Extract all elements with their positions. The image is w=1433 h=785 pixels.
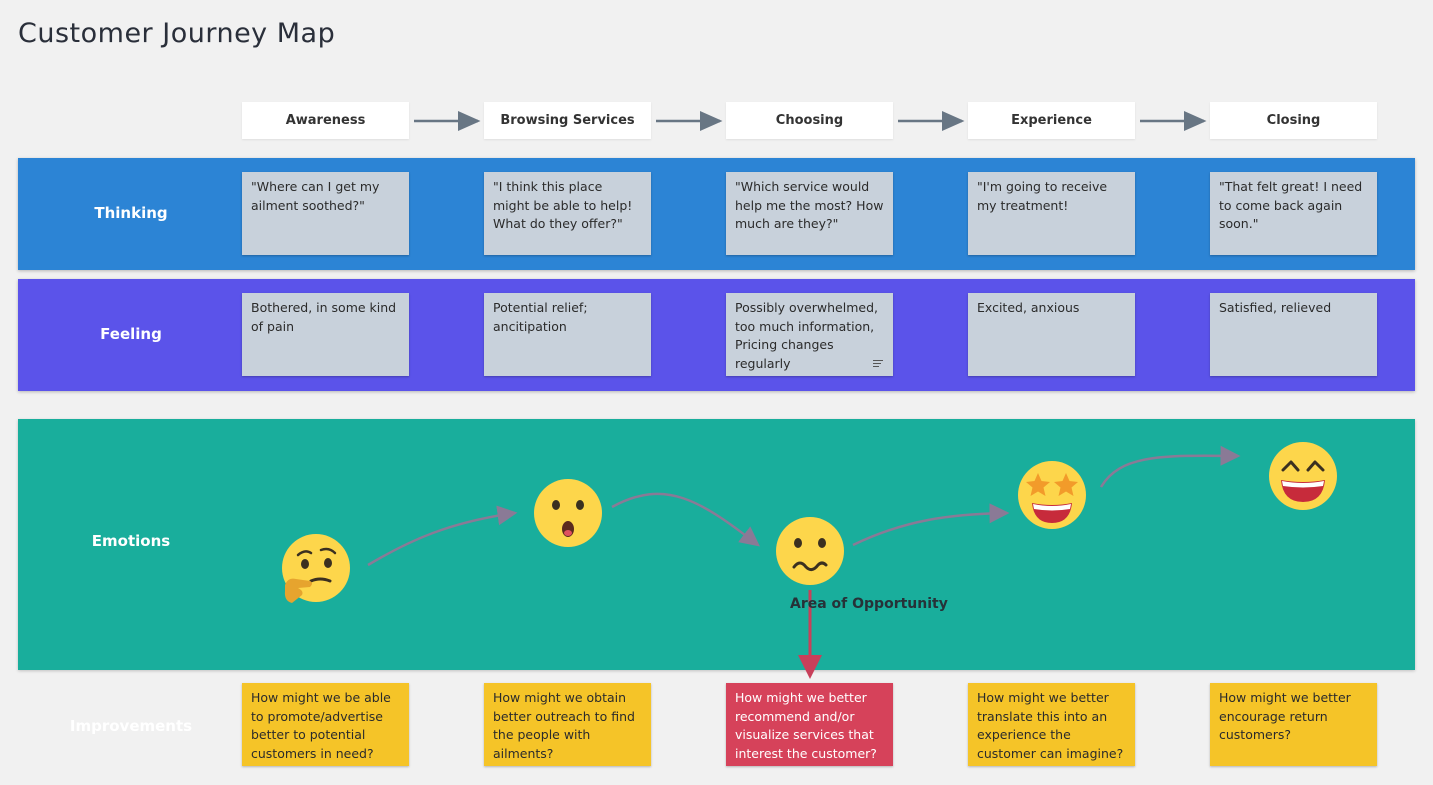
feeling-note-awareness[interactable]: Bothered, in some kind of pain [242, 293, 409, 376]
improvement-note-choosing[interactable]: How might we better recommend and/or vis… [726, 683, 893, 766]
improvement-note-awareness[interactable]: How might we be able to promote/advertis… [242, 683, 409, 766]
stage-closing[interactable]: Closing [1210, 102, 1377, 139]
feeling-note-browsing[interactable]: Potential relief; ancitipation [484, 293, 651, 376]
stage-browsing-services[interactable]: Browsing Services [484, 102, 651, 139]
thinking-face-icon [282, 534, 350, 603]
surprised-face-icon [534, 479, 602, 547]
row-label-feeling: Feeling [100, 325, 162, 343]
row-label-emotions: Emotions [91, 532, 171, 550]
grinning-face-icon [1269, 442, 1337, 510]
thinking-note-browsing[interactable]: "I think this place might be able to hel… [484, 172, 651, 255]
improvement-note-closing[interactable]: How might we better encourage return cus… [1210, 683, 1377, 766]
feeling-note-closing[interactable]: Satisfied, relieved [1210, 293, 1377, 376]
thinking-note-choosing[interactable]: "Which service would help me the most? H… [726, 172, 893, 255]
row-label-improvements: Improvements [69, 717, 193, 735]
improvement-note-browsing[interactable]: How might we obtain better outreach to f… [484, 683, 651, 766]
worried-face-icon [776, 517, 844, 585]
star-struck-face-icon [1018, 461, 1086, 529]
stage-awareness[interactable]: Awareness [242, 102, 409, 139]
page-title: Customer Journey Map [18, 18, 336, 49]
improvement-note-experience[interactable]: How might we better translate this into … [968, 683, 1135, 766]
feeling-note-experience[interactable]: Excited, anxious [968, 293, 1135, 376]
thinking-note-awareness[interactable]: "Where can I get my ailment soothed?" [242, 172, 409, 255]
area-of-opportunity-label: Area of Opportunity [790, 596, 948, 612]
stage-experience[interactable]: Experience [968, 102, 1135, 139]
feeling-note-choosing: Possibly overwhelmed, too much informati… [735, 300, 878, 371]
text-lines-icon[interactable] [873, 360, 883, 368]
thinking-note-closing[interactable]: "That felt great! I need to come back ag… [1210, 172, 1377, 255]
stage-choosing[interactable]: Choosing [726, 102, 893, 139]
feeling-note-choosing-wrap[interactable]: Possibly overwhelmed, too much informati… [726, 293, 893, 376]
thinking-note-experience[interactable]: "I'm going to receive my treatment! [968, 172, 1135, 255]
row-label-thinking: Thinking [94, 204, 168, 222]
